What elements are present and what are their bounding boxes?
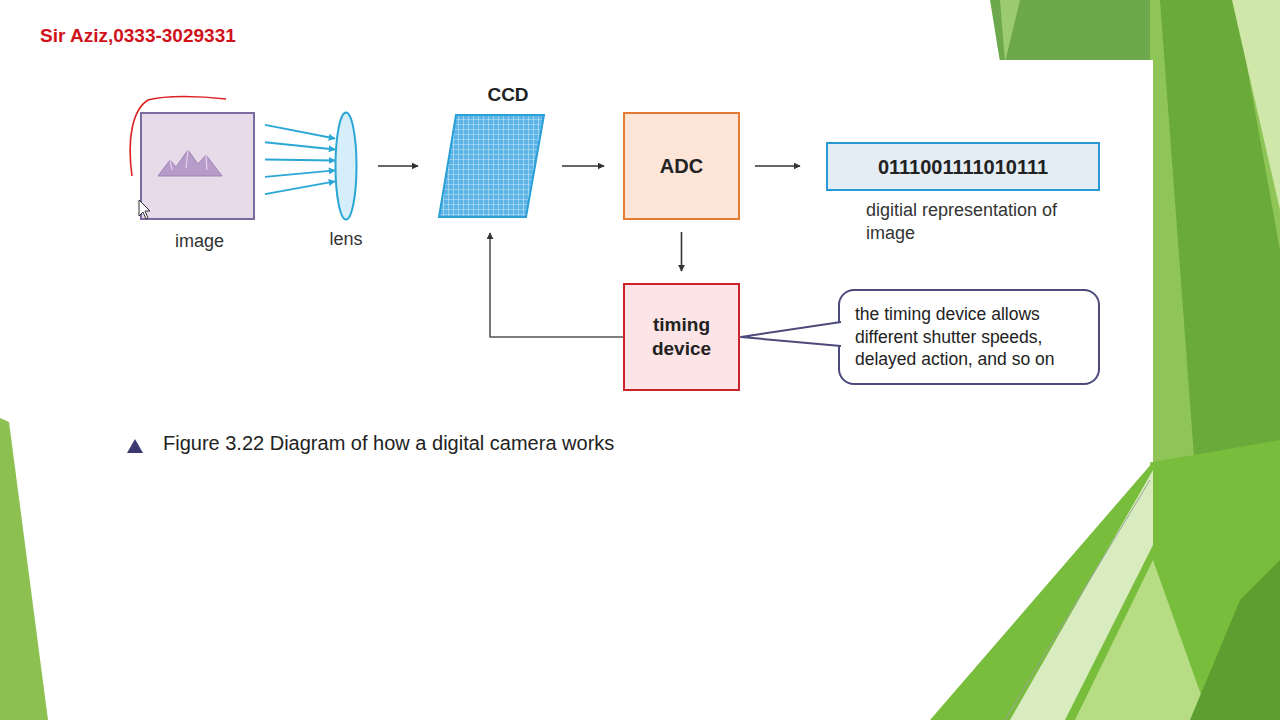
light-rays-path — [265, 181, 335, 194]
flow-arrow — [378, 166, 418, 167]
ccd-sensor: CCD — [438, 114, 545, 218]
ccd-grid — [439, 115, 544, 217]
figure-caption: Figure 3.22 Diagram of how a digital cam… — [163, 431, 863, 455]
node-label: image — [132, 231, 267, 253]
watermark: Sir Aziz,0333-3029331 — [40, 25, 340, 48]
lens-ellipse — [336, 113, 357, 220]
image-box: image — [140, 112, 255, 220]
ccd-sensor-outline — [438, 114, 545, 218]
feedback-arrow-path — [490, 233, 623, 337]
green-band — [1000, 0, 1020, 62]
green-band — [930, 440, 1280, 720]
lens-shape: lens — [334, 111, 358, 221]
light-rays-path — [265, 142, 335, 149]
node-description: digitial representation of image — [866, 199, 1081, 246]
green-band — [990, 0, 1155, 62]
green-band — [1190, 560, 1280, 720]
node-label: timing device — [625, 285, 738, 389]
flow-arrow-path — [755, 165, 800, 167]
timing-box: timing device — [623, 283, 740, 391]
callout-pointer-path — [741, 322, 841, 346]
adc-box: ADC — [623, 112, 740, 220]
node-heading: CCD — [458, 84, 558, 107]
binary-value: 0111001111010111 — [828, 144, 1098, 189]
flow-arrow-path — [681, 232, 683, 271]
mouse-cursor — [139, 200, 150, 219]
feedback-arrow — [490, 233, 623, 337]
caption-triangle — [127, 439, 143, 453]
flow-arrow — [562, 166, 604, 167]
callout-text: the timing device allows different shutt… — [840, 291, 1098, 383]
callout-pointer — [741, 322, 841, 346]
green-band — [1160, 0, 1280, 510]
callout-bubble: the timing device allows different shutt… — [838, 289, 1100, 385]
light-rays-path — [265, 159, 335, 162]
light-rays-path — [265, 125, 335, 139]
lens-shape-outline — [334, 111, 358, 221]
node-label: lens — [306, 229, 386, 251]
node-label: ADC — [625, 114, 738, 218]
deco-line — [1005, 480, 1150, 720]
mountain-illustration — [158, 150, 222, 176]
light-rays-path — [265, 170, 335, 176]
mountain-detail — [170, 150, 207, 170]
hand-annotation — [130, 97, 226, 177]
green-band — [0, 418, 48, 720]
flow-arrow-path — [562, 165, 604, 167]
figure-panel — [0, 60, 1153, 462]
output-box: 0111001111010111digitial representation … — [826, 142, 1100, 191]
green-band — [1075, 560, 1210, 720]
green-band — [1232, 0, 1280, 210]
flow-arrow-path — [378, 165, 418, 167]
flow-arrow — [755, 166, 800, 167]
light-rays — [265, 125, 335, 194]
flow-arrow — [681, 232, 682, 271]
